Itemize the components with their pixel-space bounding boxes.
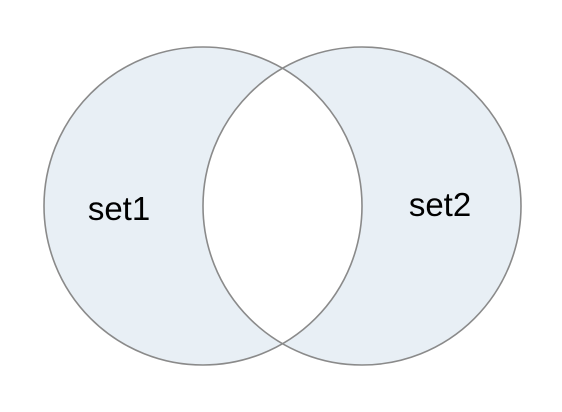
set1-outline: [43, 46, 363, 366]
set1-label: set1: [88, 190, 150, 227]
set2-label: set2: [409, 186, 471, 223]
intersection-region: [203, 47, 362, 365]
set2-outline: [202, 46, 522, 366]
